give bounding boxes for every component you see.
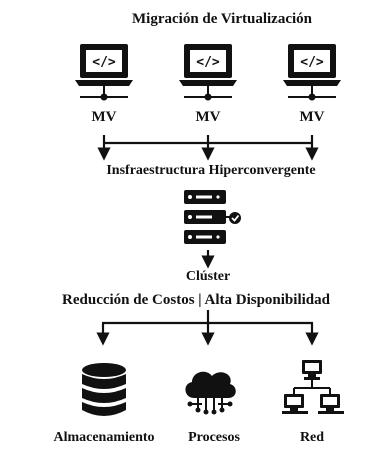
svg-text:</>: </> <box>196 55 220 70</box>
svg-text:</>: </> <box>92 55 116 70</box>
vm-label: MV <box>195 109 221 125</box>
output-label: Procesos <box>188 430 240 445</box>
laptop-code-icon: </> <box>179 44 237 101</box>
cluster-label: Clúster <box>185 269 231 284</box>
infrastructure-label: Insfraestructura Hiperconvergente <box>106 163 316 178</box>
database-icon <box>82 363 126 416</box>
cloud-compute-icon <box>185 371 236 415</box>
output-label: Almacenamiento <box>53 430 155 445</box>
server-rack-check-icon <box>184 190 241 244</box>
svg-text:</>: </> <box>300 55 324 70</box>
benefits-label: Reducción de Costos | Alta Disponibilida… <box>62 292 330 308</box>
laptop-code-icon: </> <box>75 44 133 101</box>
diagram-title: Migración de Virtualización <box>132 11 312 27</box>
network-icon <box>282 360 344 414</box>
output-label: Red <box>299 430 325 445</box>
laptop-code-icon: </> <box>283 44 341 101</box>
vm-label: MV <box>299 109 325 125</box>
vm-label: MV <box>91 109 117 125</box>
